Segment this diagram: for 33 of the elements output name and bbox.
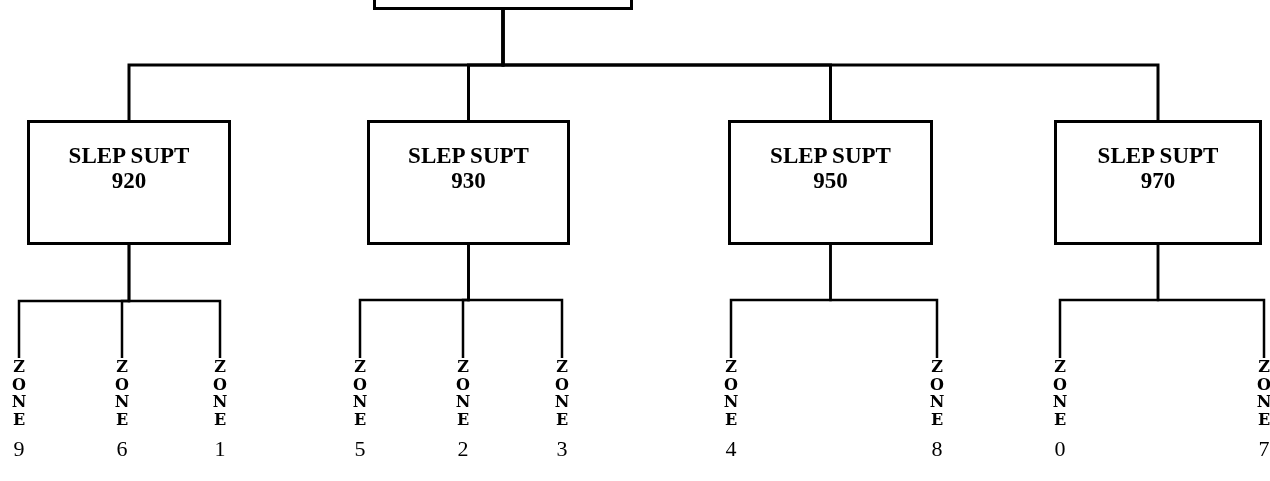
org-box — [1054, 120, 1262, 245]
zone-number: 4 — [724, 436, 738, 461]
zone-label: ZONE — [723, 358, 739, 429]
box-title: SLEP SUPT 950 — [769, 143, 892, 193]
zone-label: ZONE — [455, 358, 471, 429]
box-title: SLEP SUPT 930 — [407, 143, 530, 193]
zone-number: 3 — [555, 436, 569, 461]
box-title: SLEP SUPT 920 — [67, 143, 191, 193]
zone-label: ZONE — [11, 358, 27, 429]
zone-label: ZONE — [352, 358, 368, 429]
zone-label: ZONE — [1052, 358, 1068, 429]
org-box — [728, 120, 933, 245]
zone-label: ZONE — [212, 358, 228, 429]
connector-line — [127, 245, 222, 358]
zone-number: 9 — [12, 436, 26, 461]
org-box — [27, 120, 231, 245]
connector-line — [829, 245, 939, 358]
zone-label: ZONE — [1256, 358, 1270, 429]
zone-number: 0 — [1053, 436, 1067, 461]
zone-number: 2 — [456, 436, 470, 461]
zone-number: 7 — [1257, 436, 1270, 461]
zone-label: ZONE — [114, 358, 130, 429]
connector-line — [501, 10, 1160, 120]
org-box — [367, 120, 570, 245]
box-title: SLEP SUPT 970 — [1096, 143, 1220, 193]
zone-number: 6 — [115, 436, 129, 461]
connector-line — [1156, 245, 1266, 358]
zone-number: 5 — [353, 436, 367, 461]
zone-label: ZONE — [929, 358, 945, 429]
zone-number: 8 — [930, 436, 944, 461]
zone-number: 1 — [213, 436, 227, 461]
connector-line — [467, 245, 564, 358]
zone-label: ZONE — [554, 358, 570, 429]
